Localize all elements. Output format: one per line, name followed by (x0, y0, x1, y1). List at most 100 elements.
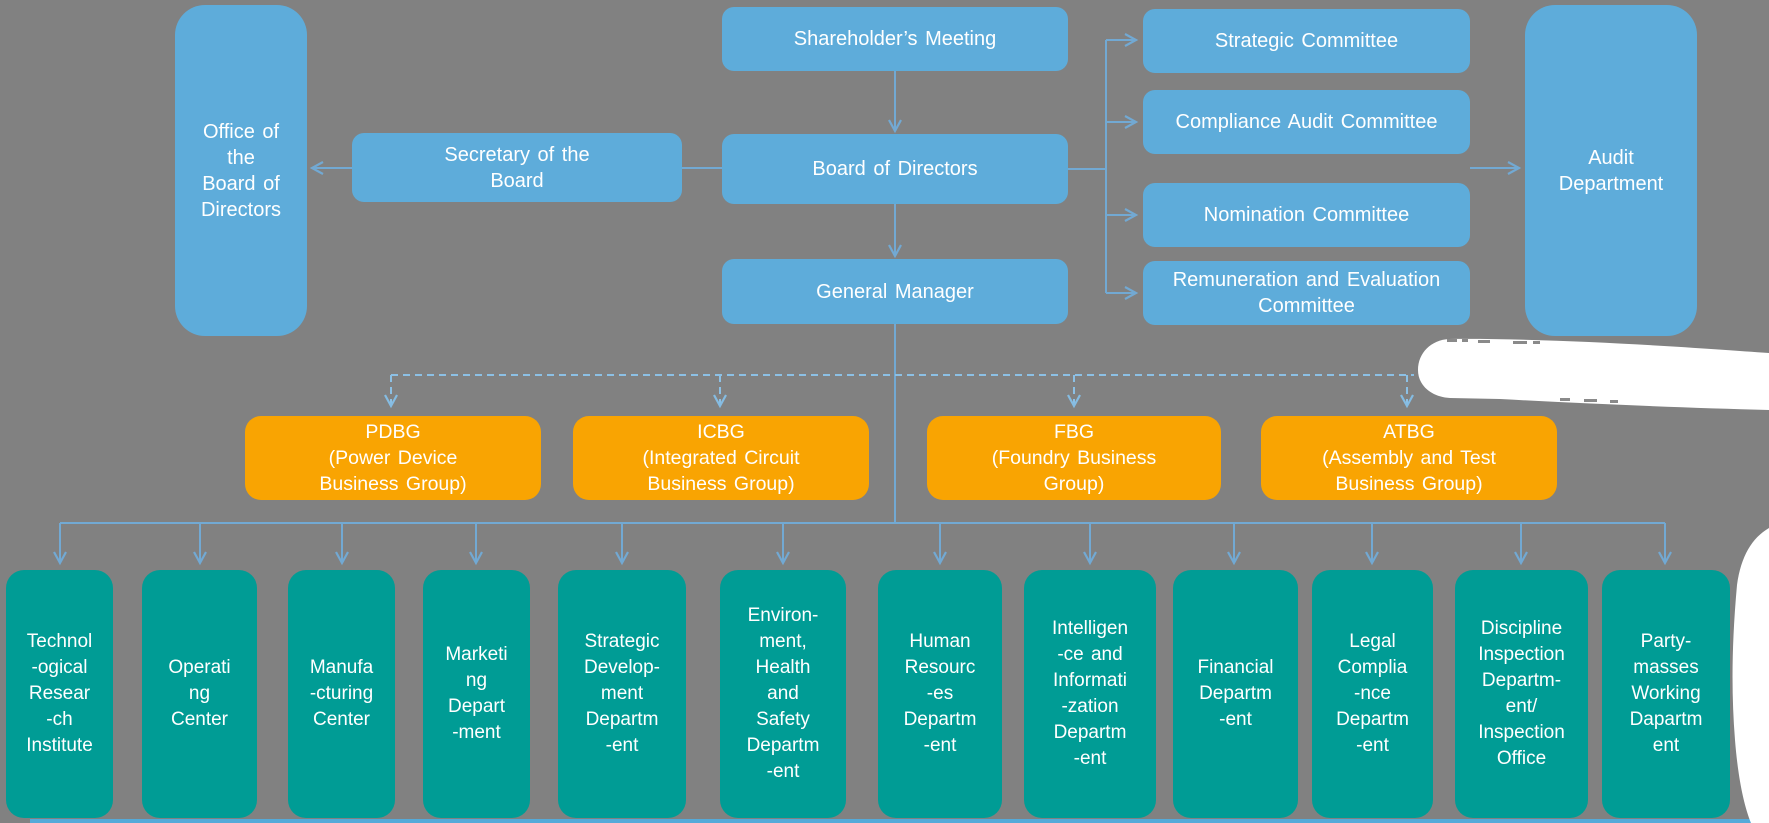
general-manager: General Manager (722, 259, 1068, 324)
pdbg-label-line: Business Group) (319, 473, 467, 495)
strategic-development-department-label-line: -ent (605, 735, 639, 756)
human-resources-department-label-line: Departm (903, 709, 977, 730)
financial-department-label-line: Financial (1197, 657, 1274, 678)
intelligence-informatization-department-label-line: Informati (1053, 670, 1127, 691)
human-resources-department-label-line: -es (926, 683, 954, 704)
discipline-inspection-department-label-line: Departm- (1481, 670, 1562, 691)
legal-compliance-department-label-line: Complia (1337, 657, 1408, 678)
audit-department-label-line: Department (1558, 172, 1664, 195)
environment-health-safety-department-label-line: and (767, 683, 799, 704)
operating-center-label-line: Operati (168, 657, 231, 678)
technological-research-institute-label-line: Institute (26, 735, 93, 756)
party-masses-working-department-label-line: masses (1633, 657, 1699, 678)
human-resources-department-label-line: Resourc (904, 657, 976, 678)
atbg-label-line: Business Group) (1335, 473, 1483, 495)
party-masses-working-department-label-line: Working (1631, 683, 1701, 704)
pdbg-label-line: (Power Device (328, 447, 458, 469)
manufacturing-center-label-line: -cturing (309, 683, 374, 704)
office-of-the-board-label-line: Directors (200, 198, 281, 221)
manufacturing-center-label-line: Manufa (309, 657, 374, 678)
discipline-inspection-department-label-line: Discipline (1480, 618, 1563, 639)
discipline-inspection-department-label-line: Office (1496, 748, 1547, 769)
discipline-inspection-department-label-line: Inspection (1478, 644, 1565, 665)
strategic-committee: Strategic Committee (1143, 9, 1470, 73)
fbg-label-line: (Foundry Business (991, 447, 1157, 469)
marketing-department-label-line: Depart (447, 696, 506, 717)
technological-research-institute-label-line: Resear (28, 683, 91, 704)
marketing-department-label-line: -ment (452, 722, 501, 743)
pdbg-label-line: PDBG (365, 421, 421, 443)
intelligence-informatization-department-label-line: -ent (1073, 748, 1107, 769)
strategic-development-department-label-line: Strategic (584, 631, 660, 652)
environment-health-safety-department-label-line: -ent (766, 761, 800, 782)
fbg-label-line: Group) (1043, 473, 1105, 495)
nomination-committee: Nomination Committee (1143, 183, 1470, 247)
strategic-development-department-label-line: Departm (585, 709, 659, 730)
strategic-development-department-label-line: ment (600, 683, 644, 704)
environment-health-safety-department-label-line: Health (755, 657, 811, 678)
environment-health-safety-department-label-line: Departm (746, 735, 820, 756)
intelligence-informatization-department-label-line: -ce and (1057, 644, 1123, 665)
party-masses-working-department-label-line: ent (1652, 735, 1680, 756)
legal-compliance-department-label-line: -ent (1356, 735, 1389, 756)
marketing-department-label-line: Marketi (445, 644, 508, 665)
general-manager-label-line: General Manager (816, 280, 974, 303)
strategic-committee-label-line: Strategic Committee (1214, 30, 1399, 52)
intelligence-informatization-department-label-line: -zation (1061, 696, 1119, 717)
discipline-inspection-department-label-line: ent/ (1505, 696, 1538, 717)
environment-health-safety-department-label-line: Safety (756, 709, 810, 730)
legal-compliance-department-label-line: Departm (1336, 709, 1409, 730)
shareholders-meeting-label-line: Shareholder’s Meeting (793, 28, 997, 50)
compliance-audit-committee-label-line: Compliance Audit Committee (1175, 111, 1438, 133)
icbg-label-line: (Integrated Circuit (642, 447, 800, 469)
intelligence-informatization-department-label-line: Departm (1053, 722, 1127, 743)
technological-research-institute-label-line: -ch (46, 709, 73, 730)
nomination-committee-label-line: Nomination Committee (1203, 204, 1410, 226)
human-resources-department-label-line: Human (909, 631, 971, 652)
party-masses-working-department-label-line: Dapartm (1629, 709, 1703, 730)
strategic-development-department-label-line: Develop- (583, 657, 661, 678)
shareholders-meeting: Shareholder’s Meeting (722, 7, 1068, 71)
intelligence-informatization-department-label-line: Intelligen (1051, 618, 1129, 639)
atbg-label-line: (Assembly and Test (1322, 447, 1496, 469)
office-of-the-board-label-line: Board of (202, 172, 280, 195)
fbg-label-line: FBG (1053, 421, 1095, 443)
audit-department-label-line: Audit (1588, 146, 1634, 169)
operating-center-label-line: ng (188, 683, 211, 704)
financial-department-label-line: -ent (1219, 709, 1252, 730)
human-resources-department-label-line: -ent (923, 735, 957, 756)
remuneration-evaluation-committee-label-line: Committee (1258, 295, 1355, 317)
office-of-the-board-label-line: Office of (202, 120, 280, 143)
secretary-of-the-board-label-line: Secretary of the (444, 143, 590, 166)
board-of-directors-label-line: Board of Directors (812, 158, 978, 180)
legal-compliance-department-label-line: -nce (1354, 683, 1391, 704)
marketing-department-label-line: ng (465, 670, 488, 691)
financial-department-label-line: Departm (1199, 683, 1272, 704)
icbg-label-line: ICBG (697, 421, 745, 443)
party-masses-working-department-label-line: Party- (1640, 631, 1692, 652)
discipline-inspection-department-label-line: Inspection (1478, 722, 1565, 743)
office-of-the-board-label-line: the (227, 146, 255, 169)
board-of-directors: Board of Directors (722, 134, 1068, 204)
